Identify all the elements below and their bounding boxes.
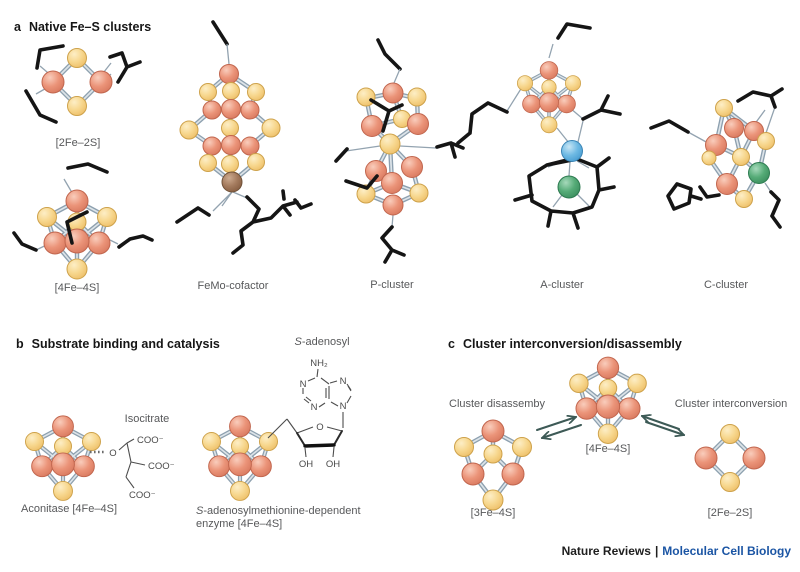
panel-c-title: Cluster interconversion/disassembly bbox=[463, 337, 682, 351]
ribose-oh2-label: OH bbox=[326, 459, 340, 470]
label-2fe2s: [2Fe–2S] bbox=[56, 137, 101, 149]
atom-ni bbox=[748, 162, 770, 184]
structure-c-cluster bbox=[649, 87, 784, 229]
atom-s bbox=[379, 133, 401, 155]
structure-a-cluster bbox=[456, 22, 622, 230]
adenine-n7-label: N bbox=[340, 376, 347, 387]
panel-a-letter: a bbox=[14, 20, 22, 34]
atom-fe bbox=[240, 100, 260, 120]
label-3fe4s: [3Fe–4S] bbox=[471, 507, 516, 519]
atom-s bbox=[356, 87, 376, 107]
cluster-disassembly-label: Cluster disassemby bbox=[449, 398, 545, 410]
aconitase-label: Aconitase [4Fe–4S] bbox=[21, 503, 117, 515]
label-4fe4s: [4Fe–4S] bbox=[55, 282, 100, 294]
panel-b-letter: b bbox=[16, 337, 24, 351]
atom-s bbox=[701, 150, 717, 166]
sam-enzyme-label-line2: enzyme [4Fe–4S] bbox=[196, 518, 282, 530]
label-2fe2s-right: [2Fe–2S] bbox=[708, 507, 753, 519]
label-a-cluster: A-cluster bbox=[540, 279, 584, 291]
adenine-n3-label: N bbox=[311, 402, 318, 413]
atom-s bbox=[199, 83, 217, 101]
atom-fe bbox=[221, 99, 241, 119]
atom-s bbox=[735, 190, 753, 208]
atom-s bbox=[199, 154, 217, 172]
atom-fe bbox=[382, 82, 404, 104]
sam-enzyme-label-line1: S-adenosylmethionine-dependent bbox=[196, 505, 361, 517]
ribose-o-label: O bbox=[316, 422, 323, 433]
adenine-n1-label: N bbox=[300, 379, 307, 390]
atom-mo bbox=[221, 171, 243, 193]
atom-fe bbox=[202, 100, 222, 120]
atom-cu bbox=[561, 140, 583, 162]
atom-s bbox=[757, 132, 775, 150]
structure-2fe2s-right bbox=[695, 425, 765, 492]
atom-fe bbox=[221, 135, 241, 155]
atom-fe bbox=[240, 136, 260, 156]
structure-femo-cofactor bbox=[175, 20, 313, 255]
panel-b-heading: b Substrate binding and catalysis bbox=[16, 337, 220, 351]
structure-p-cluster bbox=[334, 38, 465, 264]
atom-s bbox=[221, 155, 239, 173]
atom-fe bbox=[219, 64, 239, 84]
ribose-oh1-label: OH bbox=[299, 459, 313, 470]
separator: | bbox=[655, 544, 658, 558]
atom-fe bbox=[202, 136, 222, 156]
atom-fe bbox=[382, 194, 404, 216]
aconitase-o-label: O bbox=[109, 448, 116, 459]
s-adenosyl-label: S-adenosyl bbox=[294, 336, 349, 348]
structure-4fe4s-center bbox=[570, 357, 647, 443]
atom-fe bbox=[724, 118, 744, 138]
equilibrium-arrows-right bbox=[642, 416, 684, 435]
cluster-interconversion-label: Cluster interconversion bbox=[675, 398, 788, 410]
atom-ni bbox=[557, 175, 581, 199]
atom-s bbox=[261, 118, 281, 138]
panel-a-title: Native Fe–S clusters bbox=[29, 20, 151, 34]
structure-3fe4s bbox=[455, 420, 532, 510]
atom-fe bbox=[401, 156, 423, 178]
structure-aconitase bbox=[25, 416, 146, 501]
atom-s bbox=[222, 82, 240, 100]
adenine-n9-label: N bbox=[340, 401, 347, 412]
structure-sam-enzyme bbox=[202, 368, 352, 500]
atom-fe bbox=[381, 172, 403, 194]
atom-s bbox=[179, 120, 199, 140]
label-4fe4s-center: [4Fe–4S] bbox=[586, 443, 631, 455]
atom-s bbox=[221, 119, 239, 137]
atom-fe bbox=[407, 113, 429, 135]
panel-c-letter: c bbox=[448, 337, 455, 351]
atom-fe bbox=[365, 160, 387, 182]
structure-4fe4s-native bbox=[12, 162, 154, 279]
atom-s bbox=[715, 99, 733, 117]
atom-s bbox=[247, 83, 265, 101]
structure-2fe2s-native bbox=[24, 44, 142, 124]
journal-credit: Nature Reviews| Molecular Cell Biology bbox=[562, 544, 792, 558]
aconitase-coo-top: COO⁻ bbox=[137, 435, 164, 446]
label-c-cluster: C-cluster bbox=[704, 279, 748, 291]
publication-name: Molecular Cell Biology bbox=[662, 544, 791, 558]
panel-c-heading: c Cluster interconversion/disassembly bbox=[448, 337, 682, 351]
aconitase-coo-mid: COO⁻ bbox=[148, 461, 175, 472]
panel-b-title: Substrate binding and catalysis bbox=[32, 337, 220, 351]
atom-s bbox=[247, 153, 265, 171]
panel-a-heading: a Native Fe–S clusters bbox=[14, 20, 151, 34]
isocitrate-label: Isocitrate bbox=[125, 413, 170, 425]
adenine-nh2-label: NH₂ bbox=[310, 358, 328, 369]
atom-fe bbox=[361, 115, 383, 137]
label-p-cluster: P-cluster bbox=[370, 279, 414, 291]
atom-s bbox=[409, 183, 429, 203]
journal-name: Nature Reviews bbox=[562, 544, 652, 558]
label-femo-cofactor: FeMo-cofactor bbox=[198, 280, 269, 292]
atom-s bbox=[407, 87, 427, 107]
aconitase-coo-bottom: COO⁻ bbox=[129, 490, 156, 501]
atom-s bbox=[732, 148, 750, 166]
atom-s bbox=[356, 184, 376, 204]
equilibrium-arrows-left bbox=[536, 417, 582, 438]
atom-fe bbox=[716, 173, 738, 195]
